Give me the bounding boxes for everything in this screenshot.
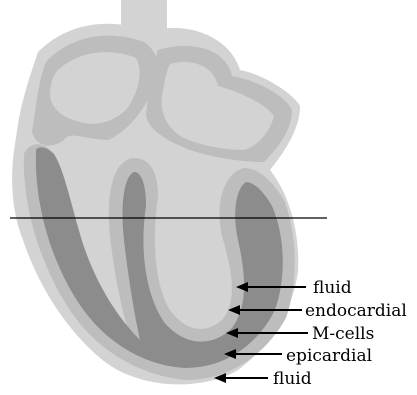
label-fluid-bottom: fluid [273,369,312,389]
label-epicardial: epicardial [286,346,372,366]
label-m-cells: M-cells [312,324,374,344]
label-endocardial: endocardial [305,301,407,321]
label-fluid-top: fluid [313,278,352,298]
